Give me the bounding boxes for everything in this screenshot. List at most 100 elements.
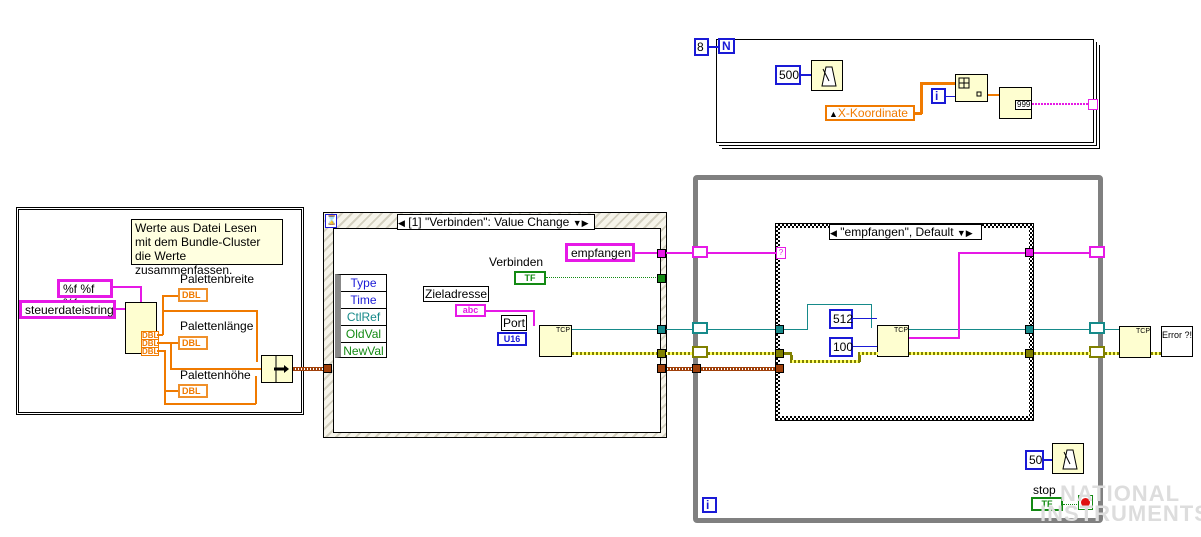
wire	[140, 286, 142, 302]
wire	[116, 308, 126, 310]
wire	[790, 355, 793, 362]
palettenhoehe-indicator[interactable]: DBL	[178, 384, 208, 398]
loop-count-constant[interactable]: 8	[694, 38, 709, 56]
loop-iteration-terminal: i	[931, 88, 946, 104]
count-wire	[709, 46, 718, 48]
error-wire	[572, 352, 780, 355]
wire	[858, 352, 878, 355]
index-array-icon[interactable]	[955, 74, 988, 102]
wire	[157, 342, 178, 344]
wire	[1044, 459, 1052, 461]
wire	[1105, 352, 1119, 355]
tunnel	[657, 349, 666, 358]
wire	[157, 334, 163, 336]
wait-50-constant[interactable]: 50	[1025, 450, 1044, 470]
tunnel	[323, 364, 332, 373]
tcp-tag: TCP	[556, 327, 570, 334]
local-variable-label: X-Koordinate	[837, 106, 908, 120]
verbinden-boolean-control[interactable]: TF	[514, 271, 546, 285]
wire	[1151, 352, 1161, 355]
wire	[486, 310, 534, 312]
wire	[853, 318, 877, 319]
tcp-open-connection-icon[interactable]: TCP	[539, 325, 572, 357]
wire	[920, 82, 956, 85]
shift-register-right	[1089, 322, 1105, 334]
x-koordinate-local-variable[interactable]: ▲X-Koordinate	[825, 105, 915, 121]
wire	[909, 337, 959, 339]
stop-label: stop	[1033, 483, 1056, 497]
wire	[784, 329, 808, 330]
event-data-type: Type	[341, 275, 386, 292]
tcp-tag: TCP	[1136, 328, 1150, 335]
simple-error-handler-icon[interactable]: Error ?!	[1161, 326, 1193, 357]
wire	[807, 304, 872, 305]
tcp-close-connection-icon[interactable]: TCP	[1119, 326, 1151, 358]
tunnel	[1025, 248, 1034, 257]
comment-line: die Werte zusammenfassen.	[135, 249, 233, 277]
wire	[708, 329, 778, 330]
dropdown-arrow-icon[interactable]: ▼▶	[956, 228, 973, 238]
event-data-oldval: OldVal	[341, 326, 386, 343]
event-selector[interactable]: ◀ [1] "Verbinden": Value Change ▼▶	[397, 214, 595, 230]
dropdown-arrow-icon[interactable]: ▼▶	[572, 218, 589, 228]
bytes-to-read-constant[interactable]: 512	[829, 309, 853, 329]
wire	[909, 329, 1029, 330]
bundle-icon[interactable]	[261, 355, 293, 383]
wire	[871, 304, 872, 328]
format-string-constant[interactable]: %f %f %f	[57, 279, 113, 310]
wire	[170, 342, 172, 369]
tcp-read-icon[interactable]: TCP	[877, 325, 909, 357]
tunnel	[775, 325, 784, 334]
stop-boolean-control[interactable]: TF	[1031, 497, 1063, 511]
steuerdateistring-control[interactable]: steuerdateistring	[19, 300, 116, 319]
wire	[113, 286, 141, 288]
port-u16-control[interactable]: U16	[497, 332, 527, 346]
while-iteration-terminal: i	[702, 497, 717, 513]
wire	[170, 368, 262, 370]
tcp-tag: TCP	[894, 327, 908, 334]
timeout-constant[interactable]: 100	[829, 337, 853, 357]
comment-line: mit dem Bundle-Cluster	[135, 235, 261, 249]
tunnel	[657, 274, 666, 283]
sequence-frame[interactable]	[16, 207, 304, 415]
wait-ms-icon[interactable]	[1052, 443, 1084, 474]
array-tunnel	[1088, 99, 1098, 110]
palettenlaenge-label: Palettenlänge	[180, 319, 254, 333]
event-data-node: Type Time CtlRef OldVal NewVal	[335, 274, 387, 358]
tunnel	[775, 364, 784, 373]
palettenbreite-label: Palettenbreite	[180, 272, 255, 286]
wait-ms-icon[interactable]	[811, 60, 843, 91]
wire	[801, 74, 811, 76]
wire	[546, 277, 658, 279]
tunnel	[775, 349, 784, 358]
wait-500-constant[interactable]: 500	[775, 65, 801, 85]
prev-case-arrow[interactable]: ◀	[830, 228, 837, 238]
scan-from-string-icon[interactable]: DBL DBL DBL	[125, 302, 160, 356]
zieladresse-string-control[interactable]: abc	[455, 304, 486, 317]
wire	[790, 360, 860, 363]
wire	[807, 304, 808, 330]
palettenbreite-indicator[interactable]: DBL	[178, 288, 208, 302]
timeout-hourglass-icon[interactable]: ⌛	[325, 214, 337, 228]
wire	[164, 350, 166, 404]
number-to-string-icon[interactable]: 999	[999, 87, 1033, 119]
event-data-time: Time	[341, 292, 386, 309]
wire	[162, 310, 257, 312]
watermark-line: INSTRUMENTS	[1040, 501, 1201, 526]
case-inner	[780, 228, 1029, 416]
for-loop[interactable]	[716, 39, 1094, 143]
wire	[1034, 352, 1090, 355]
wire	[784, 352, 792, 355]
palettenlaenge-indicator[interactable]: DBL	[178, 336, 208, 350]
shift-register-left	[692, 246, 708, 258]
wire	[164, 390, 178, 392]
event-selector-label: [1] "Verbinden": Value Change	[408, 215, 570, 229]
prev-case-arrow[interactable]: ◀	[398, 218, 405, 228]
case-selector[interactable]: ◀ "empfangen", Default ▼▶	[829, 224, 982, 240]
wire	[1032, 103, 1088, 105]
empfangen-constant[interactable]: empfangen	[565, 243, 635, 262]
shift-register-right	[1089, 346, 1105, 358]
loop-condition-stop-icon[interactable]	[1078, 495, 1093, 510]
shift-register-left	[692, 322, 708, 334]
wire	[853, 346, 877, 347]
